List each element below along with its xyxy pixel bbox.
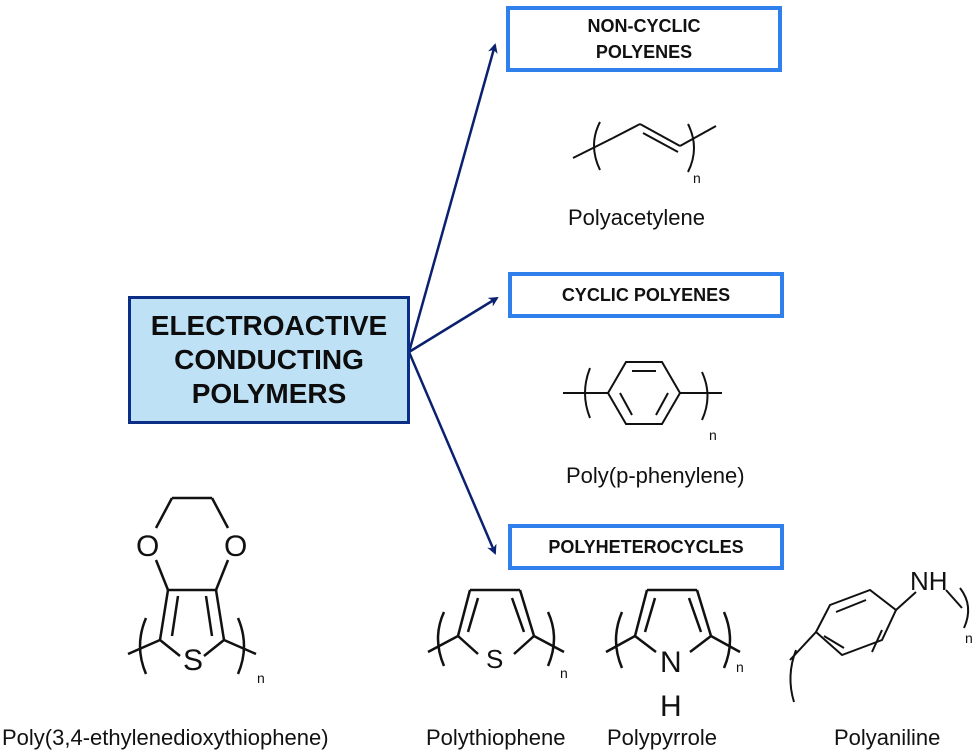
polythiophene-sulfur: S xyxy=(486,644,503,674)
polythiophene-repeat-n: n xyxy=(560,665,568,681)
category-heterocycles-label: POLYHETEROCYCLES xyxy=(548,537,744,557)
branch-arrows xyxy=(407,43,499,555)
root-concept-box: ELECTROACTIVE CONDUCTING POLYMERS xyxy=(128,296,410,424)
polypyrrole-hydrogen: H xyxy=(660,690,682,723)
polyaniline-amine: NH xyxy=(910,566,948,596)
polyaniline-repeat-n: n xyxy=(965,630,973,646)
category-cyclic-box: CYCLIC POLYENES xyxy=(508,272,784,318)
polyaniline-structure xyxy=(789,587,970,703)
polyacetylene-structure xyxy=(572,121,717,173)
category-cyclic-label: CYCLIC POLYENES xyxy=(561,285,731,305)
pedot-structure xyxy=(127,496,257,675)
pedot-oxygen-left: O xyxy=(136,530,159,563)
polyphenylene-structure xyxy=(563,361,722,425)
category-heterocycles-box: POLYHETEROCYCLES xyxy=(508,524,784,570)
pedot-sulfur: S xyxy=(183,644,203,677)
arrow-to-cyclic xyxy=(408,296,499,354)
label-polythiophene: Polythiophene xyxy=(426,725,566,750)
label-polypyrrole: Polypyrrole xyxy=(607,725,718,750)
root-concept-label: ELECTROACTIVE CONDUCTING POLYMERS xyxy=(150,310,388,409)
arrow-to-heterocycles xyxy=(407,351,497,555)
polyphenylene-repeat-n: n xyxy=(709,427,717,443)
label-pedot: Poly(3,4-ethylenedioxythiophene) xyxy=(2,725,329,750)
label-polyacetylene: Polyacetylene xyxy=(568,205,705,230)
category-noncyclic-label: NON-CYCLIC POLYENES xyxy=(587,16,701,62)
polypyrrole-structure xyxy=(605,588,741,669)
label-polyaniline: Polyaniline xyxy=(834,725,941,750)
polypyrrole-nitrogen: N xyxy=(660,646,682,679)
polyacetylene-repeat-n: n xyxy=(693,170,701,186)
polypyrrole-repeat-n: n xyxy=(736,659,744,675)
arrow-to-noncyclic xyxy=(407,43,498,353)
polythiophene-structure xyxy=(427,588,565,667)
pedot-repeat-n: n xyxy=(257,670,265,686)
label-polyphenylene: Poly(p-phenylene) xyxy=(566,463,745,488)
pedot-oxygen-right: O xyxy=(224,530,247,563)
category-noncyclic-box: NON-CYCLIC POLYENES xyxy=(506,6,782,72)
